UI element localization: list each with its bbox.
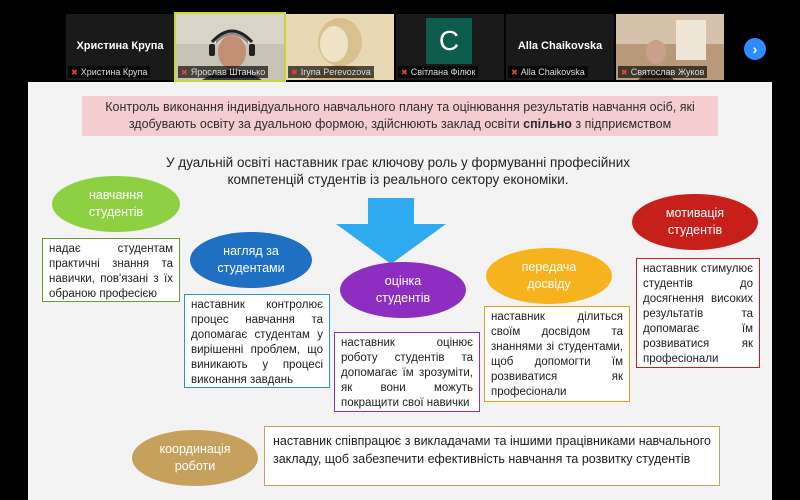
mic-muted-icon: ✖ [401, 68, 408, 77]
mic-muted-icon: ✖ [71, 68, 78, 77]
down-arrow-icon [336, 198, 446, 264]
oval-assessment: оцінка студентів [340, 262, 466, 318]
oval-supervision: нагляд за студентами [190, 232, 312, 288]
box-assessment: наставник оцінює роботу студентів та доп… [334, 332, 480, 412]
avatar-initial: С [426, 18, 472, 64]
participant-name: Ярослав Штанько [190, 67, 266, 77]
participant-name: Alla Chaikovska [520, 67, 585, 77]
participant-caption: ✖Святослав Жуков [618, 66, 708, 78]
participant-caption: ✖Христина Крупа [68, 66, 151, 78]
oval-motivation: мотивація студентів [632, 194, 758, 250]
participant-caption: ✖Alla Chaikovska [508, 66, 588, 78]
participant-name: Iryna Perevozova [300, 67, 371, 77]
participant-strip: Христина Крупа ✖Христина Крупа ✖Ярослав … [0, 0, 800, 82]
slide-intro: У дуальній освіті наставник грає ключову… [165, 155, 631, 187]
participant-display-name: Alla Chaikovska [517, 40, 603, 52]
mic-muted-icon: ✖ [621, 68, 628, 77]
participant-caption: ✖Ярослав Штанько [178, 66, 269, 78]
participant-tile[interactable]: Христина Крупа ✖Христина Крупа [66, 14, 174, 80]
participant-caption: ✖Світлана Філюк [398, 66, 479, 78]
box-supervision: наставник контролює процес навчання та д… [184, 294, 330, 388]
oval-training: навчання студентів [52, 176, 180, 232]
participant-tile[interactable]: Alla Chaikovska ✖Alla Chaikovska [506, 14, 614, 80]
next-page-button[interactable]: › [744, 38, 766, 60]
box-training: надає студентам практичні знання та нави… [42, 238, 180, 302]
participant-tile-active-speaker[interactable]: ✖Ярослав Штанько [174, 12, 286, 82]
shared-slide: Контроль виконання індивідуального навча… [28, 82, 772, 500]
participant-name: Христина Крупа [80, 67, 148, 77]
participant-name: Святослав Жуков [630, 67, 705, 77]
participant-tile[interactable]: С ✖Світлана Філюк [396, 14, 504, 80]
box-experience: наставник ділиться своїм досвідом та зна… [484, 306, 630, 402]
mic-muted-icon: ✖ [181, 68, 188, 77]
chevron-right-icon: › [752, 41, 758, 57]
box-motivation: наставник стимулює студентів до досягнен… [636, 258, 760, 368]
participant-tile[interactable]: ✖Iryna Perevozova [286, 14, 394, 80]
participant-display-name: Христина Крупа [76, 40, 164, 52]
mic-muted-icon: ✖ [511, 68, 518, 77]
box-coordination: наставник співпрацює з викладачами та ін… [264, 426, 720, 486]
mic-muted-icon: ✖ [291, 68, 298, 77]
oval-coordination: координація роботи [132, 430, 258, 486]
slide-header: Контроль виконання індивідуального навча… [82, 96, 718, 136]
participant-name: Світлана Філюк [410, 67, 476, 77]
participant-tile[interactable]: ✖Святослав Жуков [616, 14, 724, 80]
participant-caption: ✖Iryna Perevozova [288, 66, 374, 78]
oval-experience: передача досвіду [486, 248, 612, 304]
